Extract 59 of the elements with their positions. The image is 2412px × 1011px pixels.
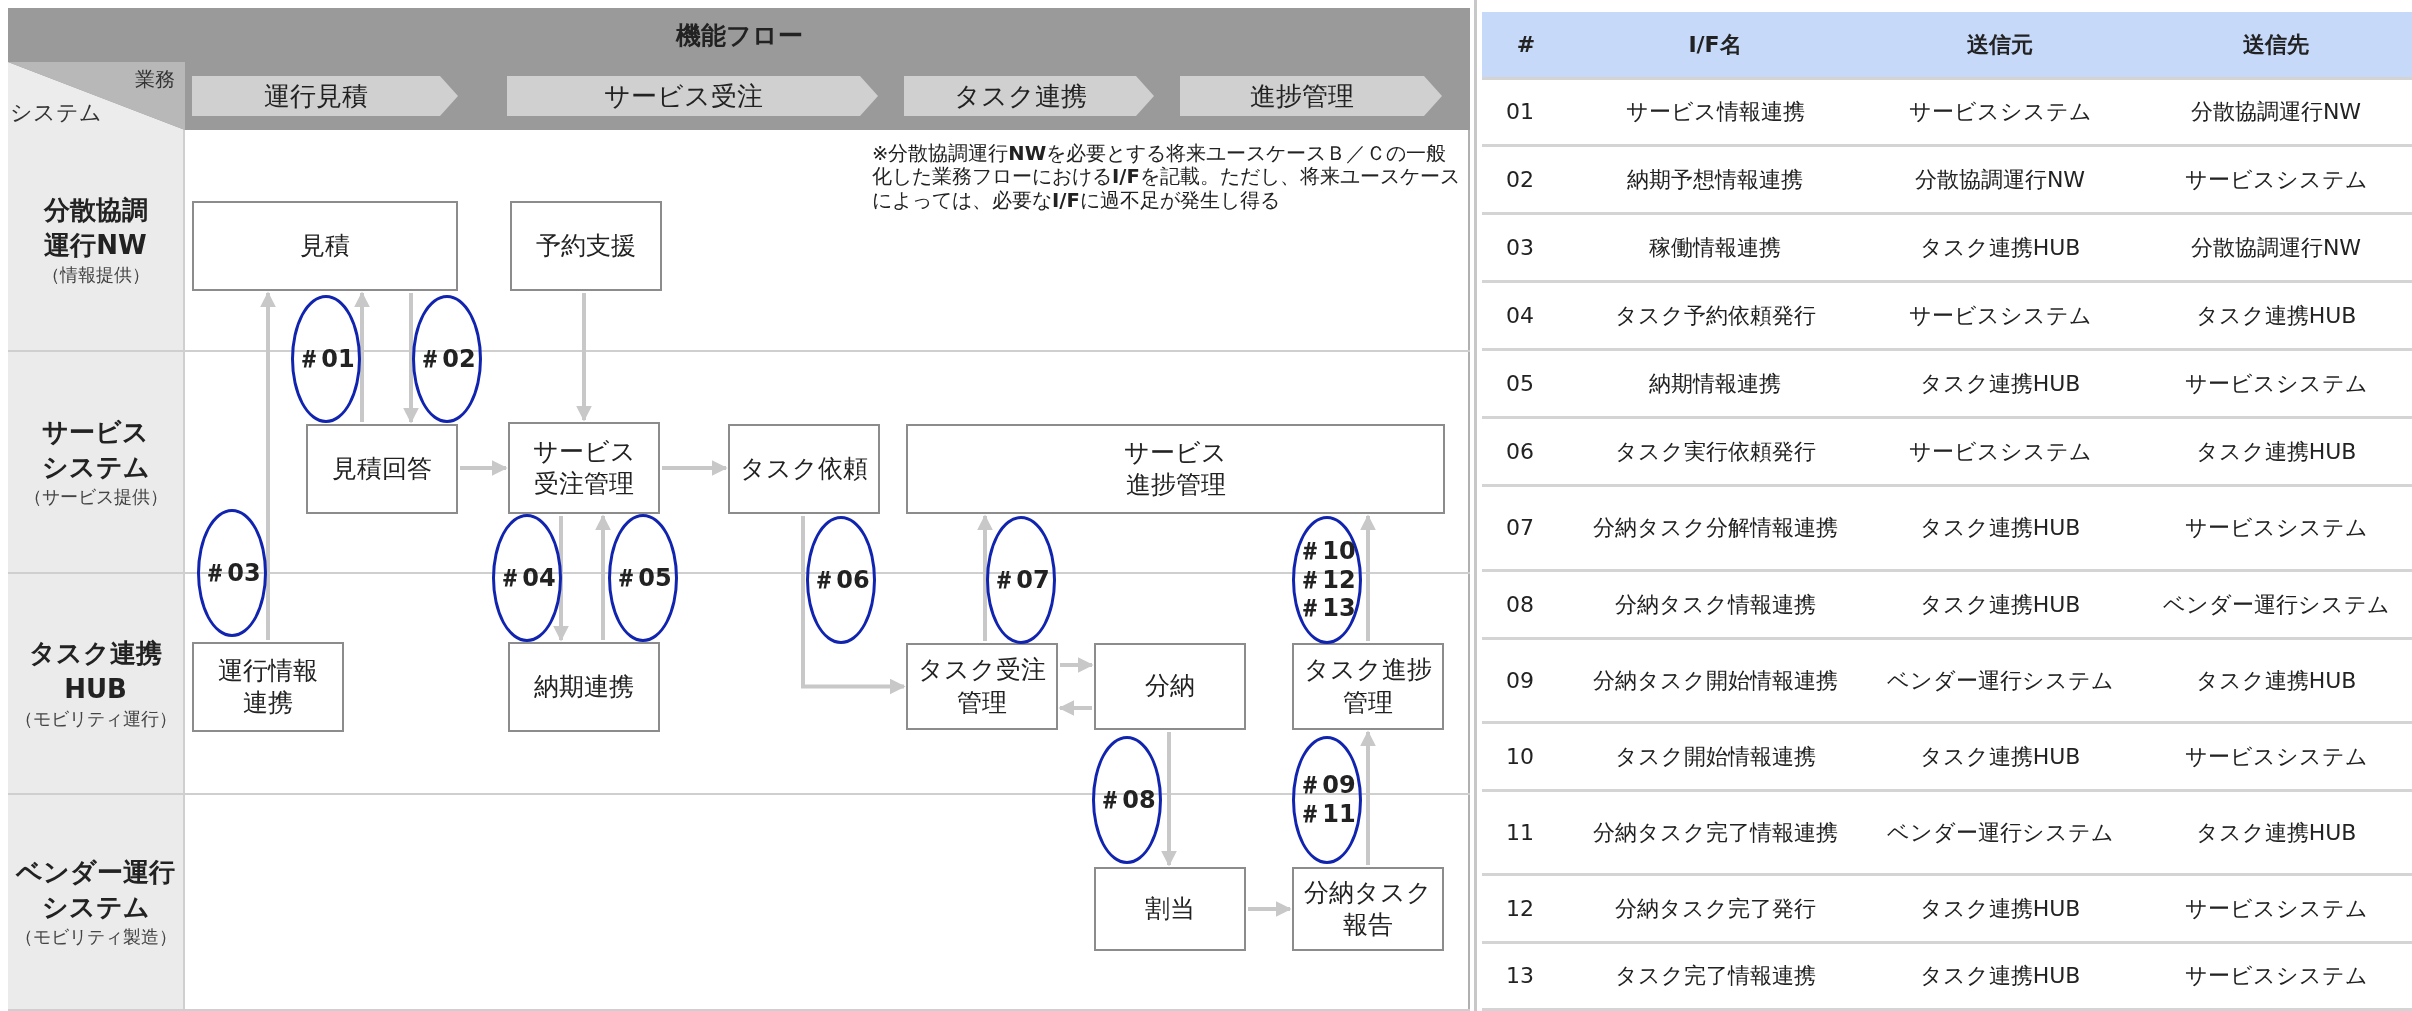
arrow (1248, 901, 1292, 917)
arrow (354, 291, 370, 422)
edge-label: ＃06 (806, 516, 876, 644)
lane-subtitle: （モビリティ運行） (14, 706, 177, 731)
arrow (662, 460, 728, 476)
process-box: 分納タスク報告 (1292, 867, 1444, 951)
lane-title: サービスシステム (40, 415, 151, 484)
process-box: サービス進捗管理 (906, 424, 1445, 514)
edge-label: ＃08 (1092, 736, 1162, 864)
title-bar: 機能フロー (8, 8, 1470, 62)
arrow (260, 291, 276, 640)
arrow (1360, 514, 1376, 641)
edge-label: ＃04 (492, 514, 562, 642)
process-box: 運行情報連携 (192, 642, 344, 732)
header-cell: # (1482, 12, 1570, 80)
arrow (460, 460, 508, 476)
lane-title: ベンダー運行システム (14, 855, 176, 924)
lane-title: タスク連携HUB (28, 637, 163, 706)
header-label: 業務 (135, 66, 175, 93)
phase-band: タスク連携 (904, 76, 1154, 116)
arrow (553, 516, 569, 642)
arrow (1060, 657, 1094, 673)
header-label: システム (10, 99, 102, 127)
header-cell: 送信先 (2140, 12, 2412, 80)
edge-label: ＃02 (412, 295, 482, 423)
lane-subtitle: （サービス提供） (23, 485, 168, 510)
edge-label: ＃03 (197, 509, 267, 637)
header-cell: I/F名 (1570, 12, 1860, 80)
lane-subtitle: （モビリティ製造） (14, 925, 177, 950)
process-box: 予約支援 (510, 201, 662, 291)
phase-band: 運行見積 (192, 76, 458, 116)
edge-label: ＃09 ＃11 (1292, 736, 1362, 864)
arrow (1161, 732, 1177, 867)
phase-band: 進捗管理 (1180, 76, 1442, 116)
lane-subtitle: （情報提供） (41, 263, 150, 288)
process-box: 分納 (1094, 643, 1246, 730)
process-box: サービス受注管理 (508, 422, 660, 514)
arrow (403, 293, 419, 424)
arrow (977, 514, 993, 641)
note-text: ※分散協調運行NWを必要とする将来ユースケースＢ／Ｃの一般化した業務フローにおけるI/Fを記載。ただし、将来ユースケースによっては、必要なI/Fに過不足が発生し得る (872, 142, 1461, 213)
phase-band: サービス受注 (507, 76, 878, 116)
lane-title: 分散協調運行NW (42, 193, 149, 262)
arrow (801, 516, 906, 695)
process-box: タスク受注管理 (906, 643, 1058, 730)
arrow (576, 293, 592, 422)
arrow (1360, 730, 1376, 865)
process-box: 納期連携 (508, 642, 660, 732)
arrow (1058, 700, 1092, 716)
edge-label: ＃05 (608, 514, 678, 642)
process-box: 見積回答 (306, 424, 458, 514)
process-box: タスク進捗管理 (1292, 643, 1444, 730)
arrow (595, 514, 611, 640)
edge-label: ＃01 (291, 295, 361, 423)
process-box: タスク依頼 (728, 424, 880, 514)
header-cell: 送信元 (1860, 12, 2140, 80)
edge-label: ＃10 ＃12 ＃13 (1292, 516, 1362, 644)
edge-label: ＃07 (986, 516, 1056, 644)
process-box: 見積 (192, 201, 458, 291)
process-box: 割当 (1094, 867, 1246, 951)
